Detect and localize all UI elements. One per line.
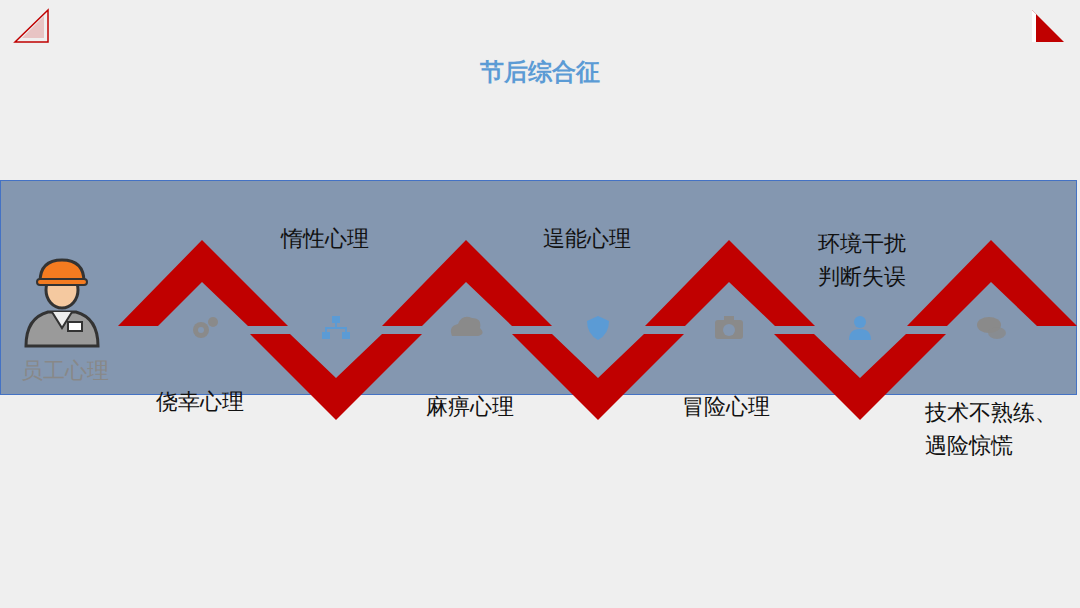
chevron — [250, 334, 422, 420]
chevron — [382, 240, 552, 326]
chevron — [512, 334, 684, 420]
corner-mark — [15, 10, 48, 42]
psychology-label: 逞能心理 — [543, 222, 631, 255]
psychology-label: 冒险心理 — [682, 390, 770, 423]
psychology-label: 惰性心理 — [281, 222, 369, 255]
corner-mark — [1032, 10, 1036, 42]
figure-label: 员工心理 — [21, 354, 109, 387]
psychology-label: 麻痹心理 — [426, 390, 514, 423]
icon-row — [193, 316, 1006, 340]
corner-mark — [1032, 10, 1064, 42]
chat-icon — [977, 317, 1006, 339]
title: 节后综合征 — [0, 56, 1080, 88]
org-icon — [322, 316, 350, 339]
camera-icon — [715, 316, 743, 339]
worker-icon — [26, 260, 98, 346]
psychology-label: 技术不熟练、遇险惊慌 — [925, 396, 1063, 462]
psychology-label: 侥幸心理 — [156, 385, 244, 418]
gear-icon — [193, 317, 218, 338]
chevron — [118, 240, 288, 326]
cloud-icon — [451, 317, 483, 336]
person-icon — [849, 316, 871, 340]
zigzag — [118, 240, 1077, 420]
chevron — [645, 240, 815, 326]
chevron — [907, 240, 1077, 326]
chevron — [774, 334, 946, 420]
corner-mark — [22, 16, 44, 38]
psychology-label: 环境干扰 判断失误 — [818, 227, 918, 293]
shield-icon — [587, 316, 609, 340]
